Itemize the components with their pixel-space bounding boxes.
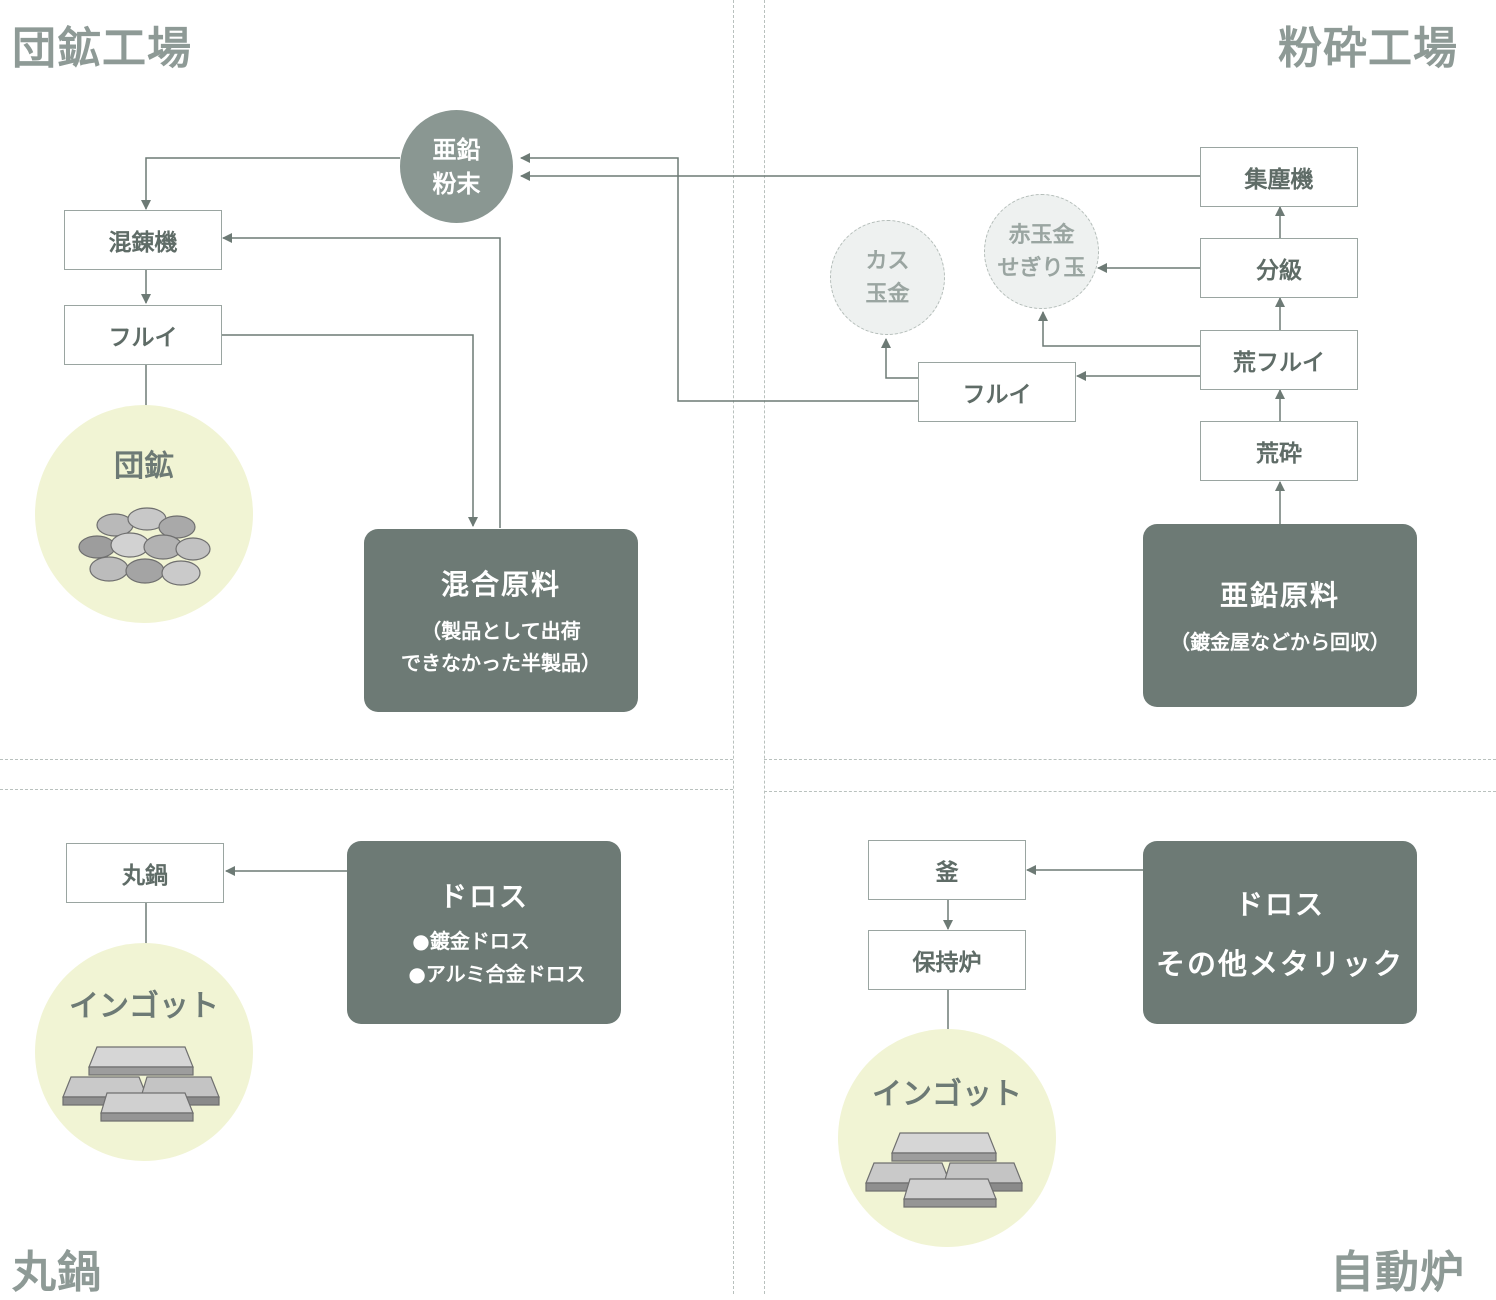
round-pot-dross-item-1: ●鍍金ドロス — [412, 928, 530, 953]
sieve-box: フルイ — [64, 305, 222, 365]
zinc-raw-material-title: 亜鉛原料 — [1219, 578, 1340, 612]
auto-furnace-dross-sub: その他メタリック — [1155, 946, 1404, 981]
divider-horizontal-left-2 — [0, 789, 733, 790]
kneader-box: 混錬機 — [64, 210, 222, 270]
crushing-sieve-box: フルイ — [918, 362, 1076, 422]
auto-furnace-ingot-label: インゴット — [872, 1077, 1022, 1112]
arrow-sieve-to-dross-gold — [881, 338, 918, 379]
dross-gold-node: カス 玉金 — [830, 220, 945, 335]
briquette-product-label: 団鉱 — [114, 449, 174, 484]
coarse-crush-box: 荒砕 — [1200, 421, 1358, 481]
round-pot-dross-title: ドロス — [438, 879, 529, 913]
round-pot-dross-item-2: ●アルミ合金ドロス — [408, 961, 586, 986]
round-pot-box: 丸鍋 — [66, 843, 224, 903]
divider-horizontal-right-2 — [764, 791, 1496, 792]
arrow-mixed-to-kneader — [222, 233, 501, 528]
zinc-powder-label-1: 亜鉛 — [432, 135, 481, 164]
briquette-pile-icon — [78, 507, 211, 586]
mixed-material-note-1: （製品として出荷 — [421, 618, 581, 643]
classifier-box: 分級 — [1200, 238, 1358, 298]
auto-furnace-dross-box: ドロス その他メタリック — [1143, 841, 1417, 1024]
auto-furnace-title: 自動炉 — [1330, 1247, 1465, 1298]
red-gold-label-1: 赤玉金 — [1008, 222, 1075, 248]
red-gold-node: 赤玉金 せぎり玉 — [984, 194, 1099, 309]
dust-collector-box: 集塵機 — [1200, 147, 1358, 207]
kettle-box: 釜 — [868, 840, 1026, 900]
holding-furnace-box: 保持炉 — [868, 930, 1026, 990]
zinc-raw-material-note: （鍍金屋などから回収） — [1170, 629, 1390, 654]
ingot-stack-icon — [62, 1046, 220, 1122]
arrow-sieve-to-mixed — [221, 334, 478, 527]
round-pot-dross-box: ドロス ●鍍金ドロス ●アルミ合金ドロス — [347, 841, 621, 1024]
divider-vertical-left — [733, 0, 734, 1294]
auto-furnace-ingot-node: インゴット — [838, 1029, 1056, 1247]
auto-furnace-dross-title: ドロス — [1234, 887, 1325, 921]
divider-horizontal-left — [0, 759, 733, 760]
divider-vertical-right — [764, 0, 765, 1294]
zinc-powder-label-2: 粉末 — [432, 169, 481, 198]
crushing-factory-title: 粉砕工場 — [1278, 23, 1458, 74]
mixed-material-title: 混合原料 — [440, 567, 561, 601]
mixed-material-box: 混合原料 （製品として出荷 できなかった半製品） — [364, 529, 638, 712]
coarse-sieve-box: 荒フルイ — [1200, 330, 1358, 390]
zinc-raw-material-box: 亜鉛原料 （鍍金屋などから回収） — [1143, 524, 1417, 707]
zinc-powder-node: 亜鉛 粉末 — [400, 110, 513, 223]
round-pot-ingot-label: インゴット — [69, 989, 219, 1024]
arrow-coarse-sieve-to-red-gold — [1038, 311, 1200, 347]
divider-horizontal-right — [764, 759, 1496, 760]
mixed-material-note-2: できなかった半製品） — [401, 650, 601, 675]
arrow-powder-to-kneader — [141, 157, 400, 210]
dross-gold-label-2: 玉金 — [865, 281, 910, 307]
briquette-product-node: 団鉱 — [35, 405, 253, 623]
ingot-stack-icon — [865, 1132, 1023, 1208]
arrow-sieve-to-powder — [520, 153, 918, 402]
red-gold-label-2: せぎり玉 — [997, 255, 1086, 281]
round-pot-ingot-node: インゴット — [35, 943, 253, 1161]
round-pot-title: 丸鍋 — [12, 1247, 102, 1298]
dross-gold-label-1: カス — [865, 248, 910, 274]
briquette-factory-title: 団鉱工場 — [12, 23, 192, 74]
